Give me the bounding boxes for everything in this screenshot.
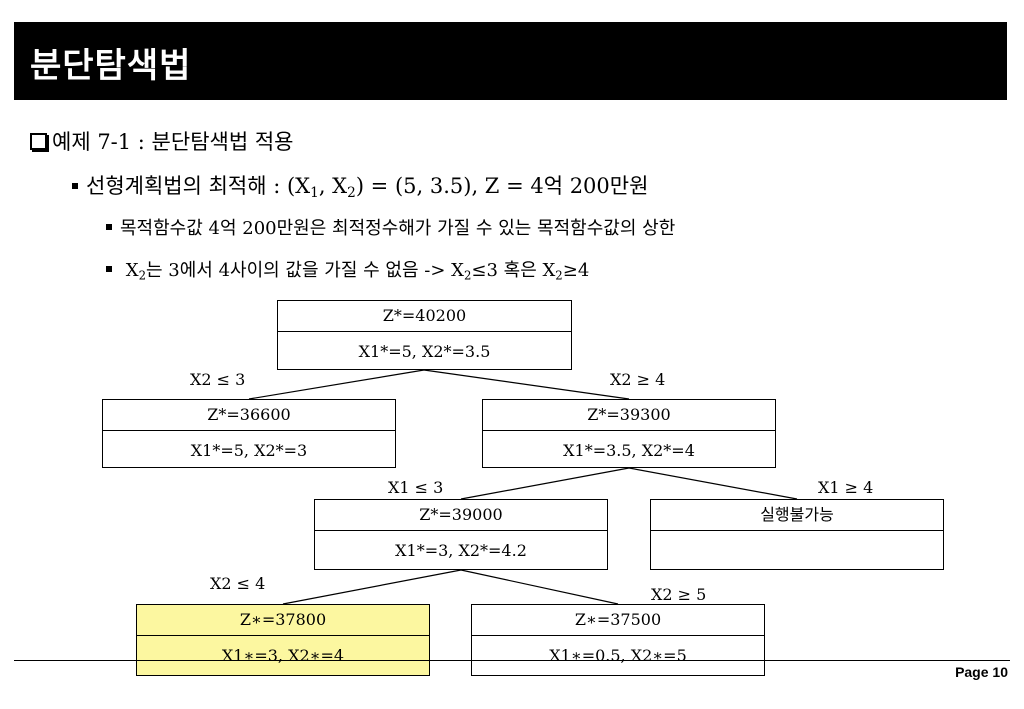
upper-bound-text: 목적함수값 4억 200만원은 최적정수해가 가질 수 있는 목적함수값의 상한 — [120, 218, 676, 239]
branch-condition-line: X2는 3에서 4사이의 값을 가질 수 없음 -> X2≤3 혹은 X2≥4 — [106, 256, 589, 283]
node-n4-z: 실행불가능 — [760, 505, 834, 524]
edge-n3-n6 — [460, 569, 619, 605]
node-n2-z: Z*=39300 — [587, 405, 671, 424]
edge-label-x2-ge-5: X2 ≥ 5 — [651, 585, 707, 604]
node-n3-z: Z*=39000 — [419, 505, 503, 524]
node-n1-z: Z*=36600 — [207, 405, 291, 424]
branch-text-b: 는 3에서 4사이의 값을 가질 수 없음 -> X — [146, 260, 464, 281]
square-bullet-icon — [106, 266, 112, 272]
node-root: Z*=40200 X1*=5, X2*=3.5 — [277, 300, 572, 370]
edge-label-x2-le-4: X2 ≤ 4 — [210, 574, 266, 593]
node-n6-x: X1∗=0.5, X2∗=5 — [472, 635, 764, 675]
lp-solution-text-a: 선형계획법의 최적해 : (X — [86, 174, 311, 198]
title-bar: 분단탐색법 — [14, 22, 1007, 100]
edge-label-x2-le-3: X2 ≤ 3 — [190, 370, 246, 389]
lp-solution-text-b: , X — [318, 174, 348, 198]
edge-n3-n5 — [282, 569, 462, 605]
edge-label-x1-ge-4: X1 ≥ 4 — [818, 478, 874, 497]
branch-text-d: ≥4 — [562, 260, 590, 281]
node-n1: Z*=36600 X1*=5, X2*=3 — [102, 399, 396, 468]
node-n5-optimal: Z∗=37800 X1∗=3, X2∗=4 — [136, 604, 430, 676]
checkbox-bullet-icon — [30, 133, 47, 150]
node-root-z: Z*=40200 — [382, 306, 467, 325]
edge-label-x2-ge-4: X2 ≥ 4 — [610, 370, 666, 389]
edge-n2-n4 — [628, 467, 798, 500]
lp-sub-1: 1 — [310, 185, 319, 202]
edge-label-x1-le-3: X1 ≤ 3 — [388, 478, 444, 497]
example-heading: 예제 7-1 : 분단탐색법 적용 — [30, 126, 293, 156]
lp-solution-text-c: ) = (5, 3.5), Z = 4억 200만원 — [355, 174, 649, 198]
edge-root-n2 — [423, 369, 630, 400]
branch-text-a: X — [125, 260, 139, 281]
edge-n2-n3 — [460, 467, 630, 500]
node-n6-z: Z∗=37500 — [574, 610, 662, 629]
node-n3-x: X1*=3, X2*=4.2 — [315, 530, 607, 569]
lp-solution-line: 선형계획법의 최적해 : (X1, X2) = (5, 3.5), Z = 4억… — [72, 170, 648, 201]
node-n2: Z*=39300 X1*=3.5, X2*=4 — [482, 399, 776, 468]
page-title: 분단탐색법 — [30, 46, 192, 86]
node-root-x: X1*=5, X2*=3.5 — [278, 331, 571, 369]
node-n3: Z*=39000 X1*=3, X2*=4.2 — [314, 499, 608, 570]
node-n5-x: X1∗=3, X2∗=4 — [137, 635, 429, 675]
upper-bound-line: 목적함수값 4억 200만원은 최적정수해가 가질 수 있는 목적함수값의 상한 — [106, 214, 675, 240]
footer-divider — [14, 660, 1010, 661]
node-n2-x: X1*=3.5, X2*=4 — [483, 430, 775, 467]
edge-root-n1 — [248, 369, 425, 400]
node-n1-x: X1*=5, X2*=3 — [103, 430, 395, 467]
lp-sub-2: 2 — [347, 185, 356, 202]
square-bullet-icon — [72, 183, 78, 189]
node-n6: Z∗=37500 X1∗=0.5, X2∗=5 — [471, 604, 765, 676]
example-heading-text: 예제 7-1 : 분단탐색법 적용 — [52, 130, 294, 154]
node-n4: 실행불가능 — [650, 499, 944, 570]
square-bullet-icon — [106, 224, 112, 230]
node-n4-x — [651, 530, 943, 569]
page-number: Page 10 — [955, 664, 1008, 680]
node-n5-z: Z∗=37800 — [239, 610, 327, 629]
branch-sub-3: 2 — [555, 268, 563, 283]
branch-sub-1: 2 — [138, 268, 146, 283]
branch-sub-2: 2 — [463, 268, 472, 283]
branch-text-c: ≤3 혹은 X — [471, 260, 556, 281]
